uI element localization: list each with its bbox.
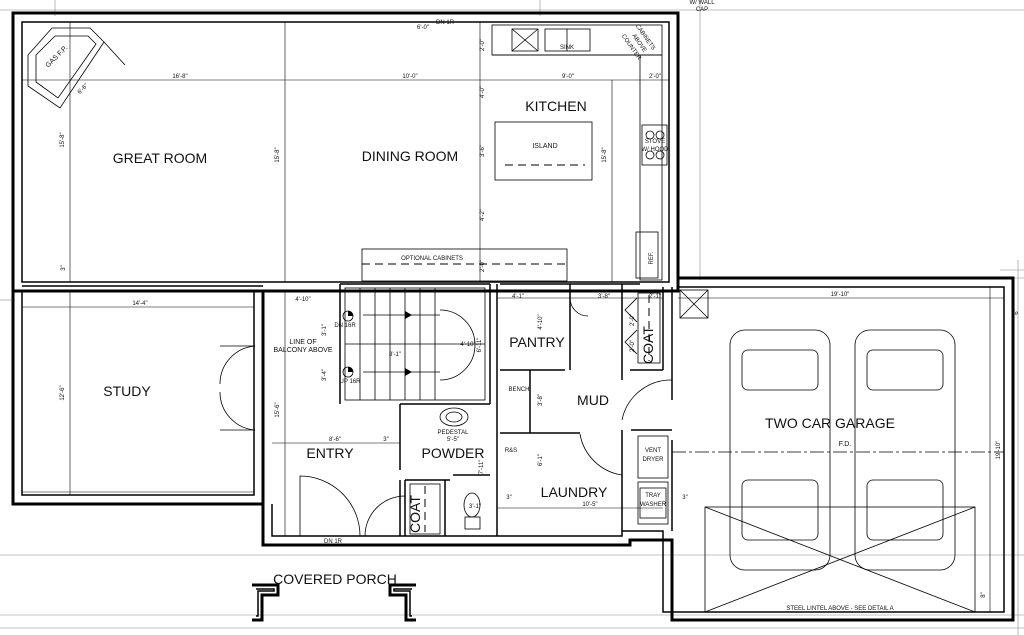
dim-garage-width: 19'-10" xyxy=(831,292,850,298)
dim-dining-height: 15'-8" xyxy=(275,147,281,162)
powder-fixtures xyxy=(439,407,481,530)
entry-label: ENTRY xyxy=(306,445,354,461)
dim-coat-a: 2'-0" xyxy=(630,340,636,352)
dim-dining-width: 10'-0" xyxy=(402,74,417,80)
dim-laundry-width: 10'-5" xyxy=(582,502,597,508)
porch-piers xyxy=(252,583,416,622)
coat-closets xyxy=(409,292,661,535)
kitchen-label: KITCHEN xyxy=(525,98,586,114)
study-doors xyxy=(219,345,256,431)
tray-label: TRAY xyxy=(645,493,661,499)
ref-label: REF. xyxy=(649,251,655,264)
dim-stair-a: 4'-10" xyxy=(295,297,310,303)
dim-kitchen-right: 2'-0" xyxy=(649,74,661,80)
laundry-appliances xyxy=(637,435,669,525)
dim-kitchen-height: 15'-8" xyxy=(602,147,608,162)
dim-pantry-c: 2'-1" xyxy=(649,294,661,300)
dim-pantry-d: 4'-10" xyxy=(538,314,544,329)
dim-stair-width: 8'-1" xyxy=(389,352,401,358)
exterior-walls xyxy=(11,11,1015,622)
dim-pantry-a: 4'-1" xyxy=(512,294,524,300)
dim-three-six: 3'-6" xyxy=(480,145,486,157)
wall-cap-label-2: CAP xyxy=(696,7,708,13)
dim-entry-a: 3'-1" xyxy=(469,504,481,510)
island-label: ISLAND xyxy=(532,143,557,150)
dim-pantry-b: 3'-8" xyxy=(598,294,610,300)
powder-label: POWDER xyxy=(422,445,485,461)
garage-cars xyxy=(672,289,1004,613)
dim-four-zero: 4'-0" xyxy=(480,86,486,98)
pedestal-dim: 5'-5" xyxy=(447,437,459,443)
dim-gas-fp: 6'-6" xyxy=(77,83,90,96)
dim-six-inch: 6" xyxy=(1014,309,1020,314)
dryer-label: DRYER xyxy=(643,457,665,463)
study-label: STUDY xyxy=(103,383,151,399)
stove-label: STOVE xyxy=(645,139,665,145)
dim-garage-right: 8" xyxy=(981,592,987,597)
staircase xyxy=(342,287,486,401)
up-stairs-label: UP 16R xyxy=(340,379,362,385)
mud-label: MUD xyxy=(577,392,609,408)
dim-mud-a: 3'-8" xyxy=(538,394,544,406)
dim-entry-width: 8'-6" xyxy=(329,437,341,443)
dim-stair-c: 3'-1" xyxy=(322,324,328,336)
dim-stair-d: 3'-4" xyxy=(322,369,328,381)
coat-mud-label: COAT xyxy=(640,326,656,364)
optional-cabinets-label: OPTIONAL CABINETS xyxy=(401,256,463,262)
pedestal-label: PEDESTAL xyxy=(438,430,470,436)
dim-great-width: 16'-8" xyxy=(172,74,187,80)
dn-stairs-label: DN 16R xyxy=(334,323,356,329)
great-room-label: GREAT ROOM xyxy=(113,150,207,166)
steel-lintel-label: STEEL LINTEL ABOVE - SEE DETAIL A xyxy=(786,606,893,612)
balcony-label-1: LINE OF xyxy=(289,339,316,346)
vent-label: VENT xyxy=(645,448,661,454)
dim-study-width: 14'-4" xyxy=(132,301,147,307)
gas-fp-label: GAS F.P. xyxy=(45,45,70,70)
entry-door xyxy=(299,475,406,537)
dim-study-height: 12'-6" xyxy=(60,385,66,400)
dn-porch-label: DN 1R xyxy=(324,539,343,545)
dim-laundry-a: 6'-1" xyxy=(538,454,544,466)
balcony-label-2: BALCONY ABOVE xyxy=(273,347,332,354)
garage-label: TWO CAR GARAGE xyxy=(765,415,895,431)
porch-label: COVERED PORCH xyxy=(273,571,397,587)
pantry-label: PANTRY xyxy=(509,334,565,350)
floor-drain-label: F.D. xyxy=(839,441,852,448)
sink-label: SINK xyxy=(560,45,574,51)
dim-four-two: 4'-2" xyxy=(480,209,486,221)
dim-two-zero: 2'-0" xyxy=(480,39,486,51)
dim-three-inch-c: 3" xyxy=(682,495,687,501)
dim-great-height: 15'-8" xyxy=(60,132,66,147)
laundry-label: LAUNDRY xyxy=(541,484,608,500)
dim-powder-height: 7'-11" xyxy=(479,460,485,475)
dim-three-inch-b: 3" xyxy=(383,437,388,443)
wall-cap-label-1: W/ WALL xyxy=(689,0,715,6)
dining-room-label: DINING ROOM xyxy=(362,148,458,164)
coat-entry-label: COAT xyxy=(407,495,423,533)
bench-label: BENCH xyxy=(508,387,529,393)
gas-fireplace xyxy=(27,27,126,109)
dimension-lines xyxy=(22,22,1004,612)
dim-three-inch-d: 3" xyxy=(506,495,511,501)
dn-top-label: DN 1R xyxy=(436,20,455,26)
dim-coat-b: 2'-0" xyxy=(630,314,636,326)
dim-garage-height: 19'-10" xyxy=(996,441,1002,460)
hood-label: W/ HOOD xyxy=(642,147,670,153)
dim-stair-e: 6'-11" xyxy=(477,338,483,353)
dim-entry-height: 15'-6" xyxy=(275,402,281,417)
mud-laundry-doors xyxy=(569,297,673,476)
rs-label: R&S xyxy=(505,448,517,454)
dim-kitchen-width: 9'-0" xyxy=(562,74,574,80)
dim-six-zero: 6'-0" xyxy=(417,25,429,31)
dim-two-zero-b: 2'-0" xyxy=(480,260,486,272)
dim-three-inch: 3" xyxy=(61,265,67,270)
dim-stair-b: 4'-10" xyxy=(460,342,475,348)
kitchen-fixtures xyxy=(361,24,668,282)
washer-label: WASHER xyxy=(640,502,667,508)
